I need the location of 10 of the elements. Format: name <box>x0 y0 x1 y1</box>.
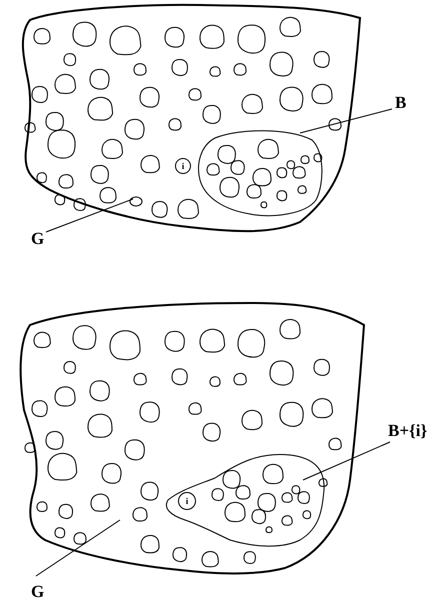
leader-line <box>36 520 120 576</box>
callout-label: G <box>31 582 44 601</box>
letter-label: i <box>186 496 188 506</box>
callout-label: B <box>395 93 406 112</box>
leader-line <box>46 198 134 232</box>
leader-line <box>300 108 392 134</box>
leader-line <box>302 442 390 480</box>
letter-label: i <box>182 162 184 170</box>
callout-label: B+{i} <box>388 421 428 440</box>
callout-label: G <box>31 229 44 248</box>
